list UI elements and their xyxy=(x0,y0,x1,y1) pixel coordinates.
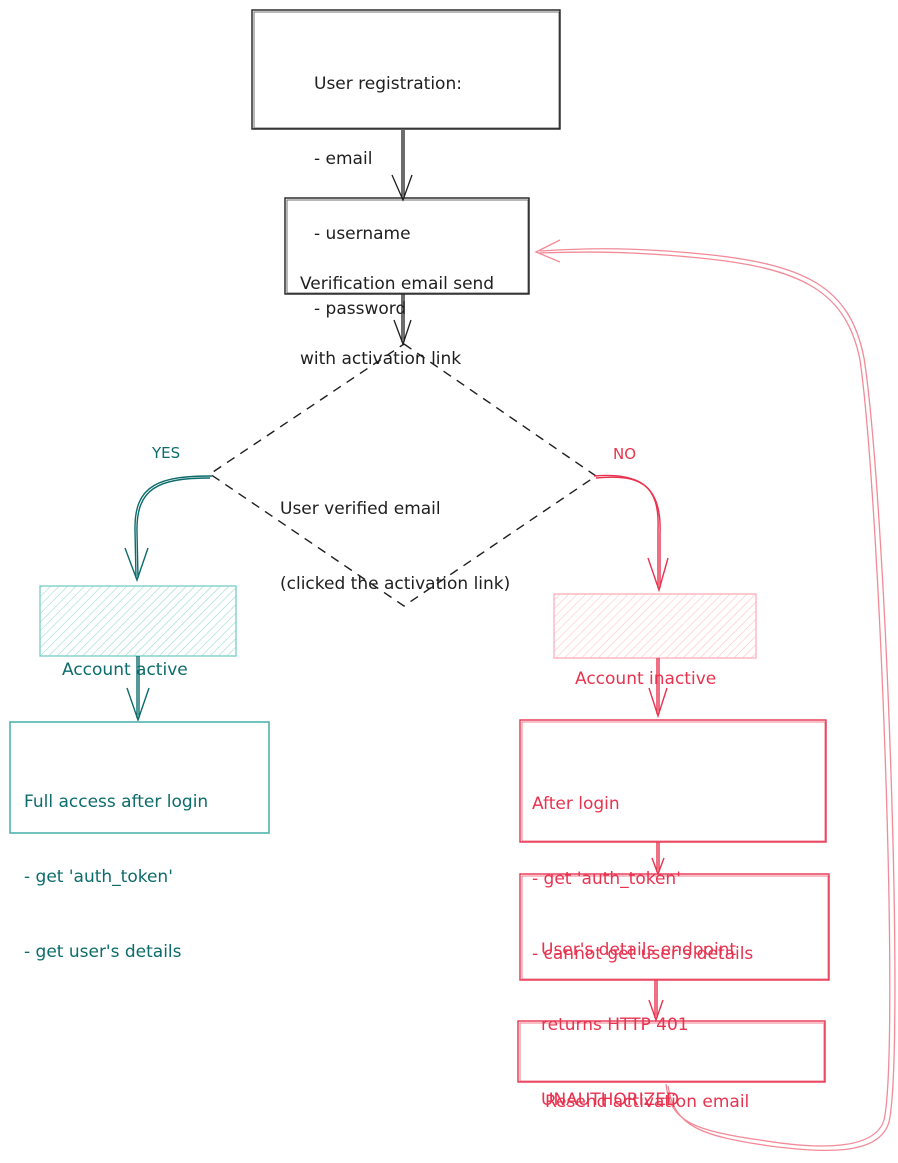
account-active-text: Account active xyxy=(62,608,188,708)
after-login-line: - get 'auth_token' xyxy=(532,869,681,889)
no-label: NO xyxy=(613,445,637,463)
resend-text: Resend activation email xyxy=(545,1040,749,1140)
decision-line: User verified email xyxy=(280,499,441,519)
arrow-loop-resend-to-verification xyxy=(534,239,896,1152)
details-endpoint-line: UNAUTHORIZED xyxy=(541,1090,680,1110)
after-login-box xyxy=(519,719,827,843)
arrow-inactive-to-after-login xyxy=(648,658,668,719)
registration-box xyxy=(251,9,561,130)
arrow-active-to-full-access xyxy=(126,656,150,723)
decision-diamond xyxy=(208,343,598,607)
details-endpoint-line: User's details endpoint xyxy=(541,940,737,960)
account-active-box xyxy=(39,585,237,657)
yes-label: YES xyxy=(152,444,181,462)
full-access-line: Full access after login xyxy=(24,792,209,812)
registration-line: - password xyxy=(314,299,407,319)
verification-email-line: with activation link xyxy=(300,349,462,369)
arrow-yes-branch xyxy=(124,475,213,583)
registration-text: User registration: - email - username - … xyxy=(314,22,462,347)
full-access-line: - get user's details xyxy=(24,942,182,962)
resend-line: Resend activation email xyxy=(545,1092,750,1112)
verification-email-text: Verification email send with activation … xyxy=(300,222,494,397)
arrow-no-branch xyxy=(593,474,669,593)
account-active-line: Account active xyxy=(62,660,188,680)
registration-line: - email xyxy=(314,149,373,169)
full-access-line: - get 'auth_token' xyxy=(24,867,173,887)
account-inactive-text: Account inactive xyxy=(575,617,716,717)
account-inactive-box xyxy=(553,593,757,659)
decision-line: (clicked the activation link) xyxy=(280,574,511,594)
full-access-box xyxy=(9,721,270,834)
after-login-line: - cannot get user's details xyxy=(532,944,754,964)
details-endpoint-text: User's details endpoint returns HTTP 401… xyxy=(541,888,736,1138)
registration-line: User registration: xyxy=(314,74,462,94)
arrow-details-to-resend xyxy=(648,980,664,1023)
account-inactive-line: Account inactive xyxy=(575,669,717,689)
verification-email-box xyxy=(284,197,530,295)
details-endpoint-box xyxy=(519,873,830,981)
registration-line: - username xyxy=(314,224,411,244)
full-access-text: Full access after login - get 'auth_toke… xyxy=(24,740,208,990)
decision-text: User verified email (clicked the activat… xyxy=(280,447,510,622)
resend-box xyxy=(517,1020,826,1083)
verification-email-line: Verification email send xyxy=(300,274,495,294)
details-endpoint-line: returns HTTP 401 xyxy=(541,1015,689,1035)
after-login-line: After login xyxy=(532,794,620,814)
after-login-text: After login - get 'auth_token' - cannot … xyxy=(532,742,753,992)
